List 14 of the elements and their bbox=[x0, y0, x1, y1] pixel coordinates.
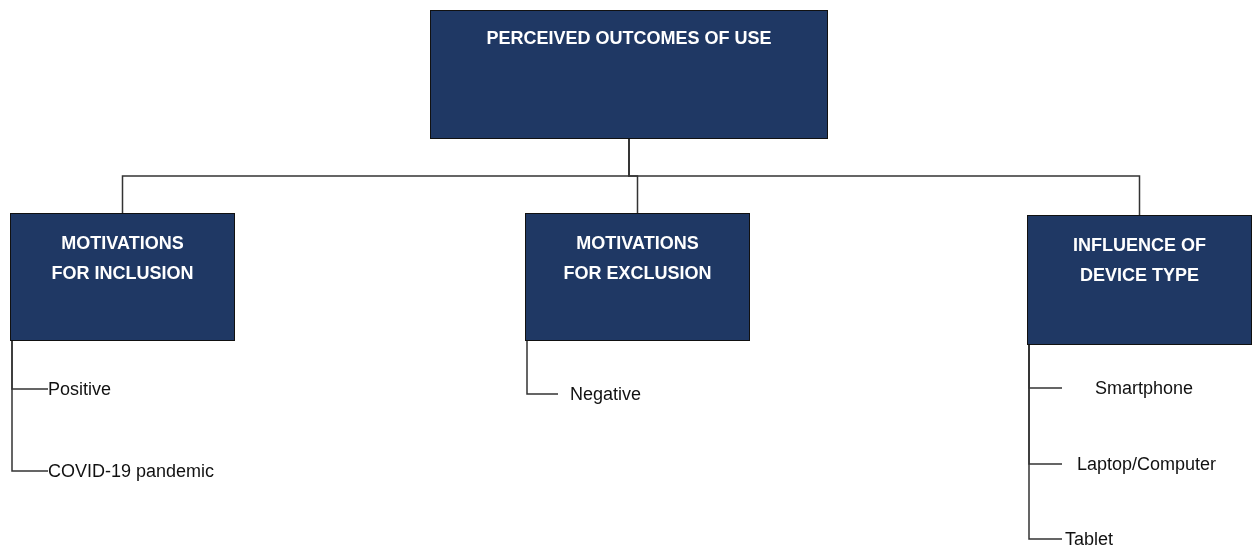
item-label: Laptop/Computer bbox=[1062, 453, 1252, 475]
category-box: PERCEIVED OUTCOMES OF USE bbox=[430, 10, 828, 139]
item-label: COVID-19 pandemic bbox=[48, 460, 258, 482]
connector-line bbox=[628, 138, 1141, 216]
category-box: MOTIVATIONS FOR INCLUSION bbox=[10, 213, 235, 341]
connector-line bbox=[526, 340, 559, 395]
item-label: Tablet bbox=[1062, 528, 1142, 547]
item-label: Positive bbox=[48, 378, 158, 400]
item-label: Negative bbox=[558, 383, 678, 405]
connector-line bbox=[11, 340, 49, 472]
category-box: INFLUENCE OF DEVICE TYPE bbox=[1027, 215, 1252, 345]
category-box: MOTIVATIONS FOR EXCLUSION bbox=[525, 213, 750, 341]
connector-line bbox=[1028, 344, 1063, 540]
item-label: Smartphone bbox=[1062, 377, 1222, 399]
